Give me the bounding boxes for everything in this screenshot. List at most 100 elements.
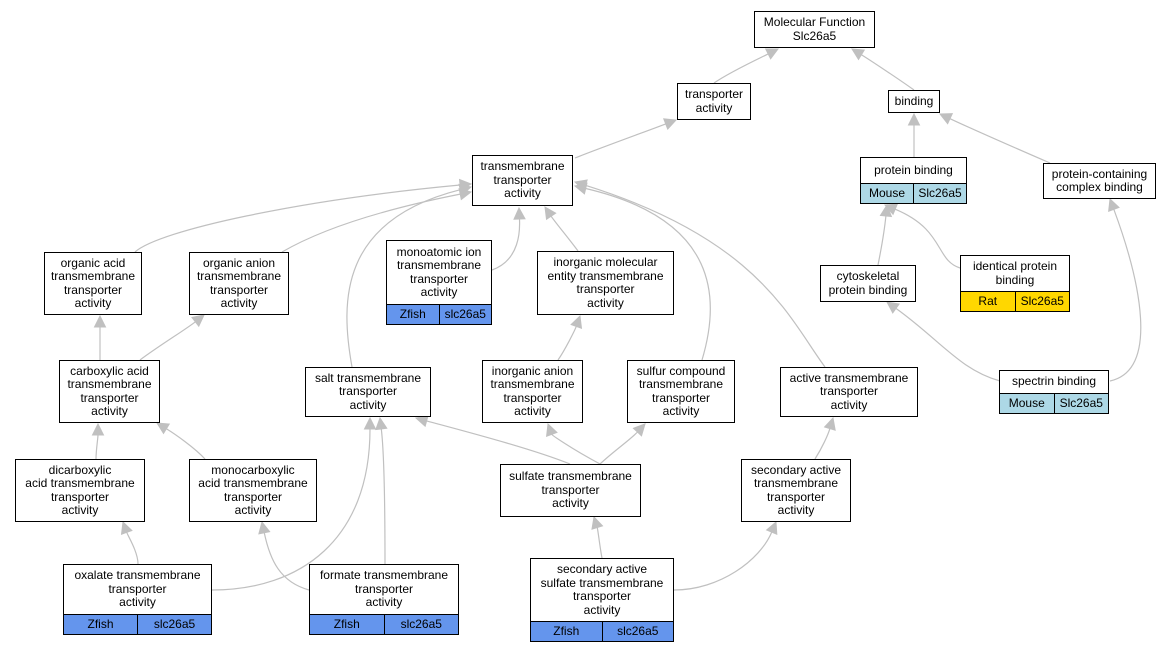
edge-line [139, 321, 196, 361]
edge-oxalate-to-salt [211, 416, 377, 591]
node-label: sulfur compound transmembrane transporte… [636, 363, 726, 418]
arrow-head-icon [570, 314, 583, 329]
edge-monocarboxylic-to-carboxylic [156, 422, 206, 460]
species-cell: Rat [961, 292, 1015, 311]
node-mf[interactable]: Molecular Function Slc26a5 [754, 11, 875, 48]
edge-line [894, 208, 961, 269]
edge-line [126, 532, 139, 565]
species-cell: Mouse [1000, 394, 1054, 413]
edge-pccomplex-to-binding [938, 113, 1051, 164]
node-cytoskeletal[interactable]: cytoskeletal protein binding [820, 265, 916, 302]
node-transporter[interactable]: transporter activity [677, 83, 751, 120]
arrow-head-icon [93, 314, 107, 328]
edge-secondary-sulfate-to-secondary-active [673, 520, 778, 591]
edge-line [596, 527, 603, 559]
node-sulfur-compound[interactable]: sulfur compound transmembrane transporte… [627, 360, 735, 423]
arrow-head-icon [91, 422, 105, 436]
edge-line [877, 215, 887, 266]
edge-formate-to-salt [375, 416, 388, 565]
arrow-head-icon [886, 301, 901, 314]
gene-cell: Slc26a5 [1014, 292, 1069, 311]
arrow-head-icon [156, 422, 171, 435]
arrow-head-icon [879, 203, 893, 218]
node-inorganic-anion[interactable]: inorganic anion transmembrane transporte… [482, 360, 583, 423]
edge-line [95, 434, 99, 460]
edge-binding-to-mf [851, 48, 915, 91]
node-label: organic anion transmembrane transporter … [196, 255, 282, 310]
edge-formate-to-monocarboxylic [258, 520, 310, 591]
node-monoatomic-ion[interactable]: monoatomic ion transmembrane transporter… [386, 240, 492, 325]
arrow-head-icon [544, 206, 557, 221]
node-organic-anion[interactable]: organic anion transmembrane transporter … [189, 252, 289, 315]
node-label: organic acid transmembrane transporter a… [50, 255, 136, 310]
arrow-head-icon [765, 520, 778, 536]
arrow-head-icon [513, 206, 526, 220]
edge-line [426, 420, 571, 465]
edge-dicarboxylic-to-carboxylic [91, 422, 105, 460]
edge-spectrin-to-pccomplex [1108, 197, 1142, 382]
arrow-head-icon [414, 414, 429, 428]
node-sulfate-tm[interactable]: sulfate transmembrane transporter activi… [500, 464, 641, 517]
node-binding[interactable]: binding [888, 90, 940, 113]
arrow-head-icon [632, 423, 646, 437]
edge-salt-to-tm [346, 183, 473, 368]
edge-carboxylic-to-organic-acid [93, 314, 107, 360]
node-dicarboxylic[interactable]: dicarboxylic acid transmembrane transpor… [15, 459, 145, 522]
node-label: oxalate transmembrane transporter activi… [74, 568, 201, 610]
node-label: transporter activity [684, 87, 744, 115]
edge-identical-to-protein [883, 203, 961, 269]
node-label: salt transmembrane transporter activity [314, 370, 422, 412]
edge-secondary-to-active [814, 416, 836, 460]
edge-protein-to-binding [907, 112, 921, 158]
edge-line [814, 428, 831, 460]
edge-oxalate-to-dicarboxylic [120, 520, 139, 565]
arrow-head-icon [938, 113, 954, 125]
edge-line [134, 184, 461, 253]
node-carboxylic-acid[interactable]: carboxylic acid transmembrane transporte… [59, 360, 160, 423]
node-salt-tm[interactable]: salt transmembrane transporter activity [305, 367, 431, 417]
node-organic-acid[interactable]: organic acid transmembrane transporter a… [44, 252, 142, 315]
node-label: Molecular Function Slc26a5 [763, 15, 866, 43]
node-label: inorganic anion transmembrane transporte… [490, 363, 575, 418]
node-active-tm[interactable]: active transmembrane transporter activit… [780, 367, 918, 417]
node-inorganic-molecular[interactable]: inorganic molecular entity transmembrane… [537, 251, 674, 315]
edge-inorganic-anion-to-inorg-molecular [557, 314, 583, 361]
node-secondary-sulfate[interactable]: secondary active sulfate transmembrane t… [530, 558, 674, 642]
node-label: protein binding [874, 162, 953, 177]
node-secondary-active[interactable]: secondary active transmembrane transport… [741, 459, 851, 522]
edges [91, 48, 1142, 591]
edge-line [585, 187, 711, 361]
node-label: spectrin binding [1011, 374, 1097, 389]
species-cell: Mouse [861, 184, 913, 203]
arrow-head-icon [546, 422, 558, 437]
node-pc-complex[interactable]: protein-containing complex binding [1043, 163, 1156, 199]
arrow-head-icon [120, 520, 133, 535]
arrow-head-icon [764, 48, 780, 60]
arrow-head-icon [573, 179, 588, 192]
node-label: carboxylic acid transmembrane transporte… [67, 363, 152, 418]
edge-line [574, 123, 666, 159]
edge-tm-to-transporter [574, 118, 678, 159]
node-label: cytoskeletal protein binding [828, 269, 908, 297]
edge-line [1109, 209, 1142, 382]
node-oxalate[interactable]: oxalate transmembrane transporter activi… [63, 564, 212, 635]
edge-spectrin-to-cytoskeletal [886, 301, 1001, 382]
node-monocarboxylic[interactable]: monocarboxylic acid transmembrane transp… [189, 459, 317, 522]
node-tm-transporter[interactable]: transmembrane transporter activity [472, 155, 573, 206]
node-formate[interactable]: formate transmembrane transporter activi… [309, 564, 459, 635]
edge-monoatomic-to-tm [491, 206, 526, 271]
arrow-head-icon [375, 416, 388, 431]
node-label: monocarboxylic acid transmembrane transp… [198, 462, 308, 517]
edge-line [281, 193, 461, 253]
edge-line [585, 184, 826, 368]
edge-sulfate-to-sulfur [599, 423, 646, 465]
node-label: protein-containing complex binding [1051, 166, 1148, 194]
